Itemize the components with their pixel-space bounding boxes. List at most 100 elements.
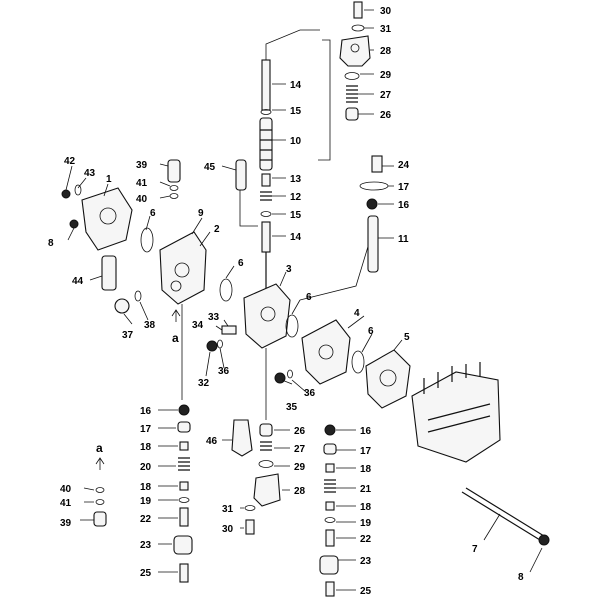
guide-line bbox=[239, 190, 258, 227]
plug-part bbox=[325, 463, 335, 473]
section-bore bbox=[170, 280, 182, 292]
callout-17: 17 bbox=[398, 182, 410, 193]
washer-part bbox=[244, 505, 256, 511]
callout-45: 45 bbox=[204, 162, 216, 173]
o-ring-part bbox=[258, 460, 274, 468]
o-ring-part bbox=[344, 72, 360, 80]
callout-14: 14 bbox=[290, 80, 302, 91]
relief-valve-part bbox=[101, 255, 117, 291]
callout-6: 6 bbox=[368, 326, 374, 337]
callout-28: 28 bbox=[380, 46, 392, 57]
callout-4: 4 bbox=[354, 308, 360, 319]
callout-31: 31 bbox=[380, 24, 392, 35]
o-ring-part bbox=[95, 499, 105, 505]
callout-26: 26 bbox=[294, 426, 306, 437]
relief-valve-part bbox=[231, 419, 253, 457]
plug-part bbox=[325, 501, 335, 511]
cap-part bbox=[323, 443, 337, 455]
o-ring-part bbox=[169, 185, 179, 191]
plug-part bbox=[61, 189, 71, 199]
lower-right-stack bbox=[319, 424, 339, 597]
callout-20: 20 bbox=[140, 462, 152, 473]
assembled-valve-bank bbox=[411, 362, 550, 546]
plug-part bbox=[206, 340, 218, 352]
callout-26: 26 bbox=[380, 110, 392, 121]
plug-part bbox=[114, 298, 130, 314]
cover-part bbox=[339, 35, 371, 67]
housing-part bbox=[173, 535, 193, 555]
nut-part bbox=[538, 534, 550, 546]
valve-bank-spools bbox=[423, 362, 481, 394]
washer-part bbox=[351, 24, 365, 32]
cover-part bbox=[253, 473, 281, 507]
o-ring-part bbox=[260, 211, 272, 217]
callout-19: 19 bbox=[140, 496, 152, 507]
callout-18: 18 bbox=[140, 482, 152, 493]
callout-6: 6 bbox=[150, 208, 156, 219]
direction-arrow bbox=[95, 457, 105, 470]
callout-12: 12 bbox=[290, 192, 302, 203]
top-cap-assembly bbox=[318, 1, 371, 161]
stem-part bbox=[179, 507, 189, 527]
plug-part bbox=[69, 219, 79, 229]
callout-41: 41 bbox=[136, 178, 148, 189]
callout-25: 25 bbox=[360, 586, 372, 597]
callout-29: 29 bbox=[294, 462, 306, 473]
plug-part bbox=[324, 424, 336, 436]
o-ring-part bbox=[134, 290, 142, 302]
callout-34: 34 bbox=[192, 320, 204, 331]
callout-30: 30 bbox=[380, 6, 392, 17]
valve-section-2 bbox=[140, 159, 258, 400]
spring-part bbox=[324, 479, 336, 493]
callout-17: 17 bbox=[360, 446, 372, 457]
callout-7: 7 bbox=[472, 544, 478, 555]
callout-37: 37 bbox=[122, 330, 134, 341]
callout-1: 1 bbox=[106, 174, 112, 185]
callout-29: 29 bbox=[380, 70, 392, 81]
gasket-part bbox=[359, 181, 389, 191]
cover-bore bbox=[99, 207, 117, 225]
callout-3: 3 bbox=[286, 264, 292, 275]
spring-part bbox=[260, 191, 272, 201]
section-block bbox=[243, 283, 291, 349]
callout-46: 46 bbox=[206, 436, 218, 447]
callout-23: 23 bbox=[360, 556, 372, 567]
lower-left-stack bbox=[93, 404, 193, 583]
section-bore bbox=[318, 344, 334, 360]
retainer-part bbox=[259, 423, 273, 437]
spool-part bbox=[367, 215, 379, 273]
bolt-part bbox=[325, 581, 335, 597]
o-ring-part bbox=[169, 193, 179, 199]
callout-38: 38 bbox=[144, 320, 156, 331]
callout-5: 5 bbox=[404, 332, 410, 343]
lower-middle-stack bbox=[231, 419, 281, 535]
plug-part bbox=[179, 481, 189, 491]
callout-6: 6 bbox=[306, 292, 312, 303]
tie-rod-part bbox=[461, 487, 545, 541]
o-ring-part bbox=[217, 339, 223, 349]
cover-port bbox=[350, 43, 360, 53]
reference-label-a: a bbox=[172, 331, 179, 345]
callout-40: 40 bbox=[60, 484, 72, 495]
callout-25: 25 bbox=[140, 568, 152, 579]
plug-part bbox=[261, 173, 271, 187]
callout-44: 44 bbox=[72, 276, 84, 287]
section-bore bbox=[174, 262, 190, 278]
callout-27: 27 bbox=[380, 90, 392, 101]
callout-18: 18 bbox=[360, 502, 372, 513]
callout-13: 13 bbox=[290, 174, 302, 185]
retainer-part bbox=[345, 107, 359, 121]
spring-part bbox=[260, 441, 272, 451]
housing-part bbox=[319, 555, 339, 575]
o-ring-part bbox=[178, 497, 190, 503]
callout-9: 9 bbox=[198, 208, 204, 219]
plug-part bbox=[167, 159, 181, 183]
callout-10: 10 bbox=[290, 136, 302, 147]
callout-18: 18 bbox=[140, 442, 152, 453]
callout-21: 21 bbox=[360, 484, 372, 495]
callout-23: 23 bbox=[140, 540, 152, 551]
bolt-part bbox=[371, 155, 383, 173]
center-spool-stack bbox=[259, 59, 273, 290]
callout-22: 22 bbox=[360, 534, 372, 545]
